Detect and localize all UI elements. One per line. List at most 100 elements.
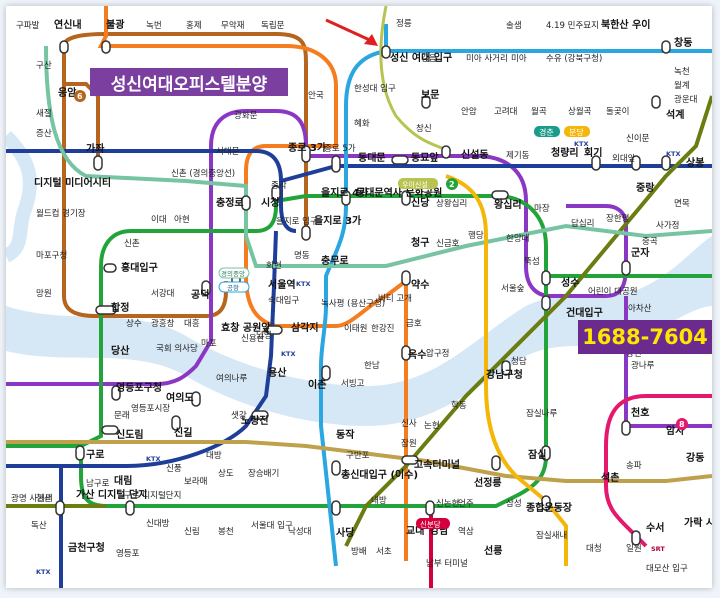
- subway-map[interactable]: 연신내 불광 녹번 홍제 무악재 독립문 구파발 구산 응암 새절 증산 가좌 …: [0, 5, 720, 588]
- station-mapogucheong[interactable]: 마포구청: [36, 251, 67, 261]
- station-hoegi[interactable]: 회기: [584, 146, 602, 159]
- station-gunja[interactable]: 군자: [631, 246, 650, 259]
- station-mia[interactable]: 미아 사거리: [466, 53, 508, 64]
- station-sangwangsimni[interactable]: 상왕십리: [436, 198, 467, 209]
- station-namyeong[interactable]: 남영: [256, 330, 272, 341]
- station-muakjae[interactable]: 무악재: [221, 20, 244, 31]
- station-daemosan[interactable]: 대모산 입구: [646, 563, 688, 574]
- station-jongno5[interactable]: 종로 5가: [324, 144, 356, 154]
- station-kwangwoon[interactable]: 광운대: [674, 94, 697, 105]
- station-hannam[interactable]: 한남: [364, 361, 380, 371]
- station-konkuk[interactable]: 건대입구: [566, 306, 603, 319]
- station-bomun[interactable]: 보문: [421, 89, 439, 101]
- station-mangwon[interactable]: 망원: [36, 288, 52, 299]
- station-ewha[interactable]: 이대: [151, 214, 167, 225]
- station-childrens[interactable]: 어린이 대공원: [588, 286, 638, 297]
- station-sports[interactable]: 종합운동장: [526, 501, 573, 514]
- station-sinsa[interactable]: 신사: [401, 419, 417, 429]
- station-sangdo[interactable]: 상도: [218, 468, 234, 479]
- station-saejeol[interactable]: 새절: [36, 109, 52, 119]
- station-gwangmyeong[interactable]: 광명 사거리: [11, 493, 53, 504]
- station-gwanghwamun[interactable]: 광화문: [234, 110, 258, 121]
- station-naebang[interactable]: 내방: [371, 495, 387, 506]
- station-songpa[interactable]: 송파: [626, 461, 642, 471]
- station-hyochang[interactable]: 효창 공원앞: [221, 321, 271, 334]
- station-cheolsan[interactable]: 철산: [36, 493, 52, 504]
- station-boramae[interactable]: 보라매: [184, 477, 207, 487]
- station-dolgoji[interactable]: 돌곶이: [606, 106, 629, 117]
- station-sangbong[interactable]: 상봉: [686, 156, 704, 169]
- station-geumho[interactable]: 금호: [406, 319, 422, 329]
- station-seogang[interactable]: 서강대: [151, 288, 174, 299]
- station-sookmyung[interactable]: 숙대입구: [268, 296, 299, 306]
- station-euljiro1[interactable]: 을지로 입구: [276, 217, 318, 227]
- station-achasan[interactable]: 아차산: [628, 303, 652, 314]
- station-gireum[interactable]: 길음: [421, 54, 437, 64]
- station-garak[interactable]: 가락 시장: [684, 516, 720, 529]
- station-oksu[interactable]: 옥수: [408, 349, 426, 361]
- station-mapo[interactable]: 마포: [201, 339, 217, 349]
- station-worldcup[interactable]: 월드컵 경기장: [36, 208, 86, 219]
- station-hyehwa[interactable]: 혜화: [354, 119, 370, 129]
- station-wolgok[interactable]: 월곡: [531, 106, 547, 117]
- station-sillim[interactable]: 신림: [184, 526, 200, 537]
- station-suseo[interactable]: 수서: [646, 521, 664, 534]
- station-jonggak[interactable]: 종각: [271, 180, 287, 191]
- station-itaewon[interactable]: 이태원: [344, 323, 367, 334]
- station-apgujeong[interactable]: 압구정: [426, 348, 449, 359]
- station-hanyang[interactable]: 한양대: [506, 233, 529, 244]
- station-namguro[interactable]: 남구로: [86, 479, 110, 489]
- station-isu[interactable]: 총신대입구 (이수): [341, 468, 418, 481]
- station-singil[interactable]: 신길: [174, 426, 192, 439]
- station-gwangnaru[interactable]: 광나루: [631, 360, 655, 371]
- station-yeoksam[interactable]: 역삼: [458, 526, 474, 537]
- station-bulgwang[interactable]: 불광: [106, 19, 125, 31]
- station-guksan[interactable]: 구산: [36, 60, 52, 71]
- station-seobinggo[interactable]: 서빙고: [341, 379, 365, 389]
- station-daecheong[interactable]: 대청: [586, 544, 602, 554]
- station-chungjeongno[interactable]: 충정로: [216, 196, 244, 209]
- station-mullae[interactable]: 문래: [114, 411, 130, 421]
- station-wangsimni[interactable]: 왕십리: [494, 198, 522, 211]
- station-yeongdeungpogucheong[interactable]: 영등포구청: [116, 381, 162, 394]
- station-hoehyeon[interactable]: 회현: [266, 261, 282, 271]
- station-nambu[interactable]: 남부 터미널: [426, 559, 468, 569]
- station-yaksu[interactable]: 약수: [411, 278, 429, 291]
- station-geumcheon[interactable]: 금천구청: [68, 541, 105, 554]
- station-gajwa[interactable]: 가좌: [86, 142, 105, 155]
- station-sungshin[interactable]: 성신 여대 입구: [390, 51, 452, 64]
- station-seocho[interactable]: 서초: [376, 547, 392, 557]
- station-sigcheong[interactable]: 시청: [261, 196, 279, 209]
- station-gwangheungchang[interactable]: 광흥창: [151, 318, 175, 329]
- station-yeonsinnae[interactable]: 연신내: [54, 18, 82, 31]
- station-hangangjin[interactable]: 한강진: [371, 323, 394, 334]
- station-nonhyeon[interactable]: 논현: [424, 421, 440, 431]
- station-seodaemun[interactable]: 서대문: [216, 147, 240, 157]
- station-gangdong[interactable]: 강동: [686, 451, 704, 464]
- station-wolgye[interactable]: 월계: [674, 80, 690, 91]
- station-jungnang[interactable]: 중랑: [636, 182, 655, 194]
- station-bukhansan[interactable]: 북한산 우이: [601, 18, 650, 31]
- station-sinchon-gy[interactable]: 신촌 (경의중앙선): [171, 168, 235, 179]
- station-yongsan[interactable]: 용산: [268, 366, 287, 379]
- station-sinyongsan[interactable]: 신용산: [241, 333, 265, 344]
- station-sinpung[interactable]: 신풍: [166, 464, 182, 474]
- station-sangsu[interactable]: 상수: [126, 318, 142, 329]
- station-jamsil[interactable]: 잠실: [528, 448, 546, 461]
- station-dapsimni[interactable]: 답십리: [571, 218, 594, 229]
- station-jegi[interactable]: 제기동: [506, 151, 530, 161]
- station-saetgang[interactable]: 샛강: [231, 410, 247, 421]
- station-noksapyeong[interactable]: 녹사평 (용산구청): [321, 298, 385, 309]
- station-gubanpo[interactable]: 구반포: [346, 450, 370, 461]
- station-changdong[interactable]: 창동: [674, 36, 692, 49]
- promo-banner[interactable]: 성신여대오피스텔분양: [90, 68, 288, 96]
- station-dongdaemun[interactable]: 동대문: [358, 151, 386, 164]
- station-sinchon[interactable]: 신촌: [124, 239, 140, 249]
- station-doksan[interactable]: 독산: [31, 520, 47, 531]
- station-cheongnyangni[interactable]: 청량리: [551, 146, 579, 159]
- station-sinseol[interactable]: 신설동: [461, 148, 489, 161]
- station-changsin[interactable]: 창신: [416, 124, 432, 134]
- station-myeonmok[interactable]: 면목: [674, 198, 690, 209]
- station-cheonggu[interactable]: 청구: [411, 236, 429, 249]
- station-myeongdong[interactable]: 명동: [294, 250, 310, 261]
